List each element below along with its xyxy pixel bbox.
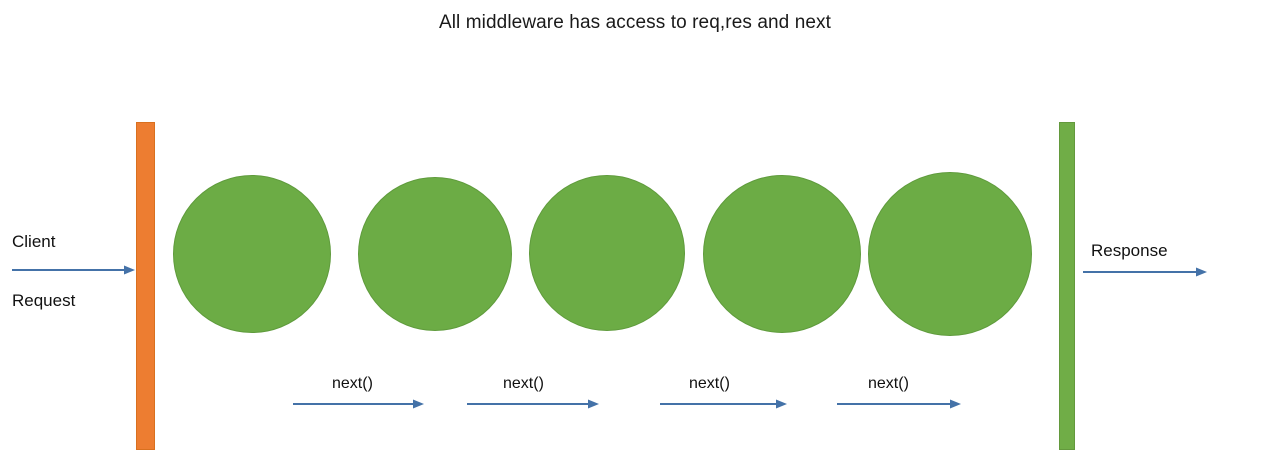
middleware-circle-3[interactable] <box>529 175 685 331</box>
request-entry-bar <box>136 122 155 450</box>
response-label: Response <box>1091 241 1168 260</box>
middleware-circle-4[interactable] <box>703 175 861 333</box>
client-label: Client <box>12 232 56 251</box>
next-label-1: next() <box>332 375 373 392</box>
next-arrow-2 <box>467 398 600 410</box>
request-arrow <box>12 264 136 276</box>
middleware-circle-1[interactable] <box>173 175 331 333</box>
next-label-2: next() <box>503 375 544 392</box>
diagram-title: All middleware has access to req,res and… <box>438 12 832 33</box>
next-arrow-3 <box>660 398 788 410</box>
response-arrow <box>1083 266 1208 278</box>
middleware-circle-2[interactable] <box>358 177 512 331</box>
next-label-4: next() <box>868 375 909 392</box>
next-label-3: next() <box>689 375 730 392</box>
next-arrow-4 <box>837 398 962 410</box>
response-exit-bar <box>1059 122 1075 450</box>
middleware-circle-5[interactable] <box>868 172 1032 336</box>
request-label: Request <box>12 291 76 310</box>
next-arrow-1 <box>293 398 425 410</box>
